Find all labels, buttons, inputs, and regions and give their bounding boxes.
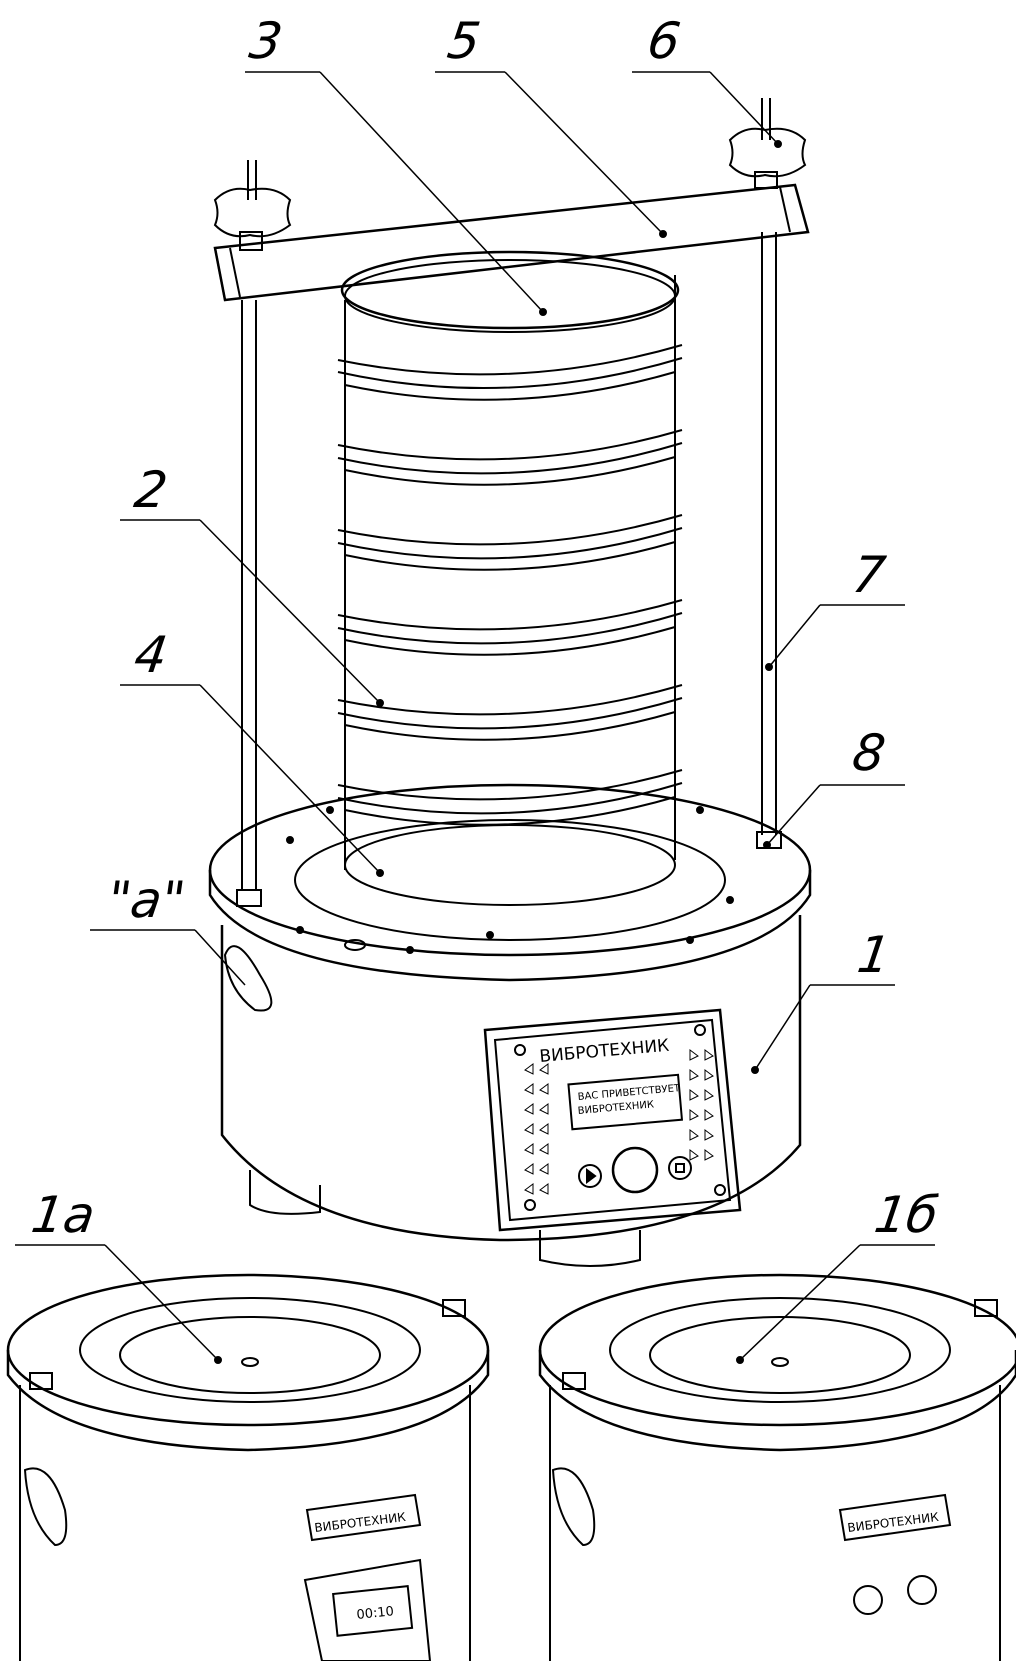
svg-text:ВИБРОТЕХНИК: ВИБРОТЕХНИК bbox=[847, 1510, 940, 1535]
control-panel: ВИБРОТЕХНИК ВАС ПРИВЕТСТВУЕТ ВИБРОТЕХНИК bbox=[483, 1008, 742, 1232]
display-line-1: ВАС ПРИВЕТСТВУЕТ bbox=[577, 1083, 681, 1103]
variant-1b-button-right bbox=[907, 1575, 937, 1605]
clamp-bar bbox=[213, 183, 810, 302]
svg-text:ВИБРОТЕХНИК: ВИБРОТЕХНИК bbox=[314, 1510, 407, 1535]
variant-1b-nameplate bbox=[838, 1493, 952, 1542]
variant-1b-button-left bbox=[853, 1585, 883, 1615]
rod-nut-left bbox=[236, 889, 262, 907]
variant-1a-nameplate bbox=[305, 1493, 422, 1542]
callout-1b: 1б bbox=[870, 1186, 942, 1244]
leader-lines bbox=[15, 71, 935, 1361]
knob-left bbox=[213, 160, 292, 251]
panel-brand: ВИБРОТЕХНИК bbox=[539, 1036, 670, 1067]
callout-7: 7 bbox=[848, 546, 889, 604]
clamp-assembly bbox=[213, 98, 810, 907]
sieve-stack bbox=[337, 250, 683, 906]
variant-1a-timer bbox=[303, 1558, 432, 1661]
knob-right bbox=[728, 98, 807, 189]
callout-1a: 1а bbox=[27, 1186, 99, 1244]
rotary-knob bbox=[611, 1146, 659, 1194]
callout-a: "а" bbox=[103, 871, 189, 929]
stop-button-icon bbox=[668, 1156, 692, 1180]
main-base-unit bbox=[208, 783, 812, 1267]
variant-1b-base: ВИБРОТЕХНИК bbox=[538, 1273, 1016, 1661]
sieve-lid bbox=[340, 250, 680, 330]
variant-1a-base: ВИБРОТЕХНИК 00:10 bbox=[6, 1273, 490, 1661]
timer-display: 00:10 bbox=[356, 1604, 395, 1623]
start-button-icon bbox=[578, 1164, 602, 1188]
